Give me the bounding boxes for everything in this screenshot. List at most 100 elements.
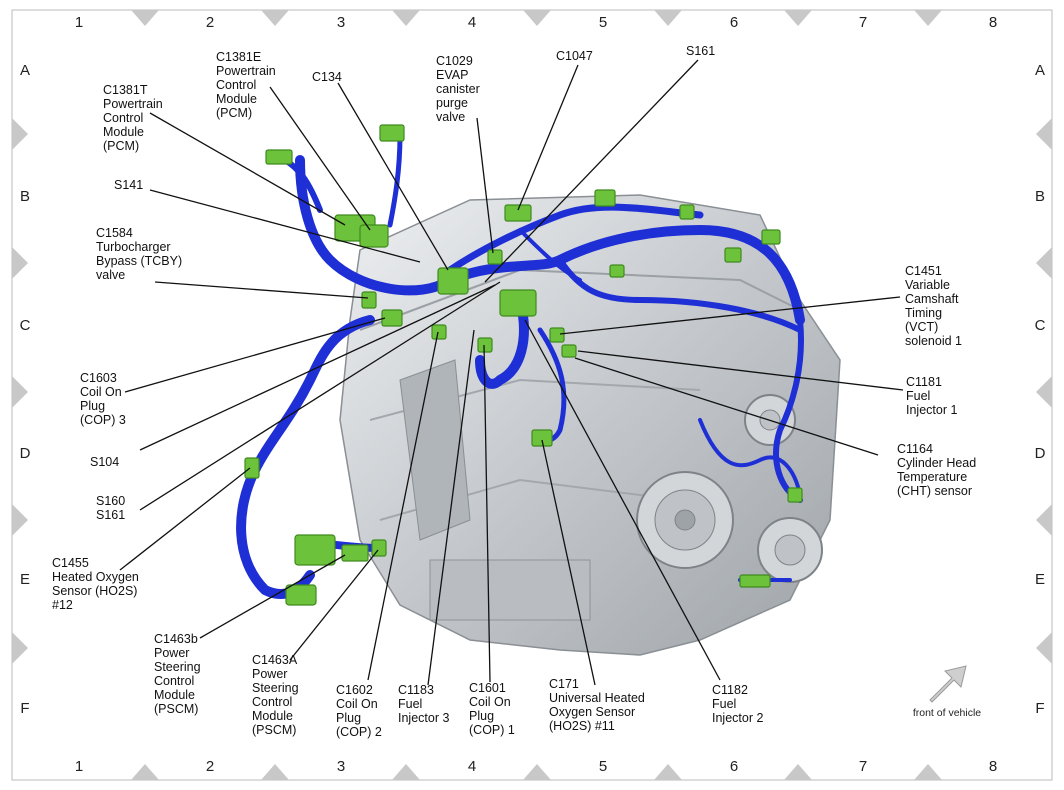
col-label-8: 8 — [989, 14, 997, 31]
connector-c1381e — [359, 224, 389, 248]
col-label-3: 3 — [337, 14, 345, 31]
leader-s161-top — [484, 59, 699, 283]
row-label-f-right: F — [1035, 700, 1044, 717]
col-label-7: 7 — [859, 14, 867, 31]
grid-marker-top-2 — [261, 10, 289, 26]
leader-c1463b — [199, 554, 346, 639]
row-label-d-right: D — [1035, 445, 1046, 462]
harness-intake-branch — [446, 203, 704, 274]
grid-marker-bottom-6 — [784, 764, 812, 780]
col-label-5-bottom: 5 — [599, 758, 607, 775]
col-label-6: 6 — [730, 14, 738, 31]
callout-c1463b: C1463b Power Steering Control Module (PS… — [154, 632, 204, 716]
harness-right-loop — [773, 317, 804, 503]
harness-front-branch — [518, 228, 582, 282]
grid-marker-top-1 — [131, 10, 159, 26]
grid-labels-right: A B C D E F — [1035, 62, 1046, 717]
grid-marker-bottom-1 — [131, 764, 159, 780]
grid-labels-bottom: 1 2 3 4 5 6 7 8 — [75, 758, 997, 775]
harness-rear-branch — [557, 257, 803, 333]
col-label-2: 2 — [206, 14, 214, 31]
row-label-b-right: B — [1035, 188, 1045, 205]
grid-marker-right-4 — [1036, 504, 1052, 536]
callout-c1463a: C1463A Power Steering Control Module (PS… — [252, 653, 302, 737]
col-label-4: 4 — [468, 14, 476, 31]
col-label-1-bottom: 1 — [75, 758, 83, 775]
pulley-small — [757, 517, 823, 583]
connector-c171 — [531, 429, 553, 447]
grid-marker-left-5 — [12, 632, 28, 664]
callouts: C1381T Powertrain Control Module (PCM) C… — [52, 44, 980, 739]
callout-c1451: C1451 Variable Camshaft Timing (VCT) sol… — [905, 264, 962, 348]
leader-c1183 — [427, 329, 475, 686]
leader-c1603 — [124, 317, 386, 393]
row-label-e: E — [20, 571, 30, 588]
callout-c1603: C1603 Coil On Plug (COP) 3 — [80, 371, 126, 427]
row-label-f: F — [20, 700, 29, 717]
leader-c1381e — [269, 86, 371, 231]
col-label-7-bottom: 7 — [859, 758, 867, 775]
connector-c1584 — [361, 291, 377, 309]
callout-c1381e: C1381E Powertrain Control Module (PCM) — [216, 50, 279, 120]
leader-s141 — [149, 189, 421, 263]
callout-c1602: C1602 Coil On Plug (COP) 2 — [336, 683, 382, 739]
callout-s104: S104 — [90, 455, 119, 469]
callout-s141: S141 — [114, 178, 143, 192]
col-label-3-bottom: 3 — [337, 758, 345, 775]
connector-c1601 — [477, 337, 493, 353]
connector-pscm-mid — [341, 544, 369, 562]
leader-c1181 — [577, 350, 904, 391]
grid-marker-left-1 — [12, 118, 28, 150]
connector-c1029 — [487, 249, 503, 265]
connector-top-2 — [679, 204, 695, 220]
leader-c1463a — [289, 549, 379, 661]
callout-c1164: C1164 Cylinder Head Temperature (CHT) se… — [897, 442, 980, 498]
callout-s161-top: S161 — [686, 44, 715, 58]
connector-lead-top — [379, 124, 405, 142]
callout-c134: C134 — [312, 70, 342, 84]
grid-labels-left: A B C D E F — [20, 62, 31, 717]
leader-s160-s161 — [139, 281, 501, 511]
leader-c134 — [337, 82, 449, 271]
connector-pscm-low — [285, 584, 317, 606]
harness-lower-right — [698, 418, 802, 497]
grid-marker-right-1 — [1036, 118, 1052, 150]
row-label-b: B — [20, 188, 30, 205]
col-label-6-bottom: 6 — [730, 758, 738, 775]
col-label-8-bottom: 8 — [989, 758, 997, 775]
callout-c1455: C1455 Heated Oxygen Sensor (HO2S) #12 — [52, 556, 142, 612]
grid-marker-top-6 — [784, 10, 812, 26]
grid-marker-bottom-4 — [523, 764, 551, 780]
grid-marker-left-3 — [12, 376, 28, 408]
leader-c1584 — [154, 281, 369, 299]
row-label-a: A — [20, 62, 30, 79]
connector-rear-1 — [609, 264, 625, 278]
connector-c1463b — [294, 534, 336, 566]
leader-c1164 — [574, 357, 879, 456]
connectors — [244, 124, 803, 606]
row-label-c: C — [20, 317, 31, 334]
wiring-harness — [236, 132, 805, 599]
callout-c1029: C1029 EVAP canister purge valve — [436, 54, 483, 124]
grid-labels-top: 1 2 3 4 5 6 7 8 — [75, 14, 997, 31]
grid-marker-top-7 — [914, 10, 942, 26]
connector-c1603 — [381, 309, 403, 327]
grid-marker-right-3 — [1036, 376, 1052, 408]
front-of-vehicle-label: front of vehicle — [913, 707, 981, 719]
connector-c1181 — [561, 344, 577, 358]
connector-c1451 — [549, 327, 565, 343]
row-label-c-right: C — [1035, 317, 1046, 334]
connector-right-2 — [724, 247, 742, 263]
grid-marker-top-4 — [523, 10, 551, 26]
callout-s160-s161: S160 S161 — [96, 494, 129, 522]
callout-c1183: C1183 Fuel Injector 3 — [398, 683, 449, 725]
grid-marker-right-2 — [1036, 247, 1052, 279]
callout-c171: C171 Universal Heated Oxygen Sensor (HO2… — [549, 677, 648, 733]
connector-right-low — [787, 487, 803, 503]
grid-marker-left-4 — [12, 504, 28, 536]
grid-marker-top-3 — [392, 10, 420, 26]
col-label-1: 1 — [75, 14, 83, 31]
grid-marker-bottom-7 — [914, 764, 942, 780]
col-label-2-bottom: 2 — [206, 758, 214, 775]
